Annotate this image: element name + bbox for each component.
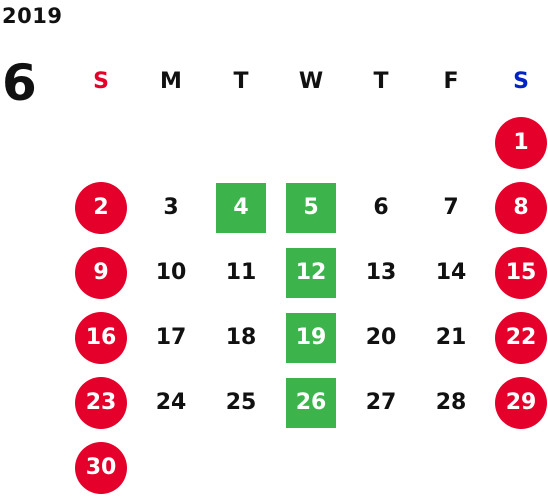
calendar-cell: 25	[206, 370, 276, 435]
calendar-cell: 22	[486, 305, 548, 370]
holiday-day-23[interactable]: 23	[75, 376, 127, 429]
holiday-day-2[interactable]: 2	[75, 181, 127, 234]
calendar-cell: 4	[206, 175, 276, 240]
day-14[interactable]: 14	[435, 259, 467, 285]
day-13[interactable]: 13	[365, 259, 397, 285]
calendar-empty-cell	[136, 435, 206, 500]
highlighted-day-19[interactable]: 19	[286, 312, 336, 363]
holiday-day-1[interactable]: 1	[495, 116, 547, 169]
calendar-empty-cell	[486, 435, 548, 500]
highlighted-day-26[interactable]: 26	[286, 377, 336, 428]
calendar-empty-cell	[136, 110, 206, 175]
calendar-cell: 5	[276, 175, 346, 240]
day-17[interactable]: 17	[155, 324, 187, 350]
calendar-cell: 14	[416, 240, 486, 305]
day-25[interactable]: 25	[225, 389, 257, 415]
calendar-cell: 2	[66, 175, 136, 240]
holiday-day-16[interactable]: 16	[75, 311, 127, 364]
holiday-day-8[interactable]: 8	[495, 181, 547, 234]
calendar-cell: 23	[66, 370, 136, 435]
calendar-empty-cell	[416, 435, 486, 500]
calendar-year: 2019	[2, 4, 63, 28]
calendar-cell: 9	[66, 240, 136, 305]
calendar-cell: 18	[206, 305, 276, 370]
calendar-empty-cell	[276, 110, 346, 175]
holiday-day-29[interactable]: 29	[495, 376, 547, 429]
day-21[interactable]: 21	[435, 324, 467, 350]
calendar-cell: 30	[66, 435, 136, 500]
calendar-cell: 19	[276, 305, 346, 370]
day-20[interactable]: 20	[365, 324, 397, 350]
day-3[interactable]: 3	[163, 194, 179, 220]
highlighted-day-12[interactable]: 12	[286, 247, 336, 298]
calendar-empty-cell	[206, 435, 276, 500]
calendar-cell: 17	[136, 305, 206, 370]
calendar-cell: 26	[276, 370, 346, 435]
calendar-empty-cell	[206, 110, 276, 175]
calendar-cell: 11	[206, 240, 276, 305]
calendar-cell: 1	[486, 110, 548, 175]
weekday-header-saturday: S	[513, 68, 529, 94]
day-6[interactable]: 6	[373, 194, 389, 220]
day-28[interactable]: 28	[435, 389, 467, 415]
calendar-cell: 27	[346, 370, 416, 435]
day-18[interactable]: 18	[225, 324, 257, 350]
day-24[interactable]: 24	[155, 389, 187, 415]
calendar-cell: 16	[66, 305, 136, 370]
calendar-cell: 15	[486, 240, 548, 305]
weekday-header-wednesday: W	[298, 68, 324, 94]
calendar-empty-cell	[346, 110, 416, 175]
calendar-cell: 6	[346, 175, 416, 240]
weekday-header-sunday: S	[93, 68, 109, 94]
day-27[interactable]: 27	[365, 389, 397, 415]
calendar-empty-cell	[416, 110, 486, 175]
calendar-month: 6	[2, 54, 37, 112]
calendar-cell: 20	[346, 305, 416, 370]
day-10[interactable]: 10	[155, 259, 187, 285]
calendar-cell: 13	[346, 240, 416, 305]
calendar-cell: 8	[486, 175, 548, 240]
calendar-cell: 24	[136, 370, 206, 435]
day-11[interactable]: 11	[225, 259, 257, 285]
calendar-cell: 21	[416, 305, 486, 370]
calendar-empty-cell	[66, 110, 136, 175]
calendar-empty-cell	[346, 435, 416, 500]
weekday-header-tuesday: T	[233, 68, 249, 94]
day-7[interactable]: 7	[443, 194, 459, 220]
highlighted-day-4[interactable]: 4	[216, 182, 266, 233]
highlighted-day-5[interactable]: 5	[286, 182, 336, 233]
calendar-cell: 12	[276, 240, 346, 305]
calendar-cell: 10	[136, 240, 206, 305]
weekday-header-monday: M	[160, 68, 182, 94]
weekday-header-friday: F	[443, 68, 459, 94]
calendar-empty-cell	[276, 435, 346, 500]
calendar-cell: 29	[486, 370, 548, 435]
calendar-cell: 7	[416, 175, 486, 240]
holiday-day-9[interactable]: 9	[75, 246, 127, 299]
weekday-header-thursday: T	[373, 68, 389, 94]
calendar-cell: 28	[416, 370, 486, 435]
holiday-day-30[interactable]: 30	[75, 441, 127, 494]
holiday-day-22[interactable]: 22	[495, 311, 547, 364]
calendar-cell: 3	[136, 175, 206, 240]
holiday-day-15[interactable]: 15	[495, 246, 547, 299]
